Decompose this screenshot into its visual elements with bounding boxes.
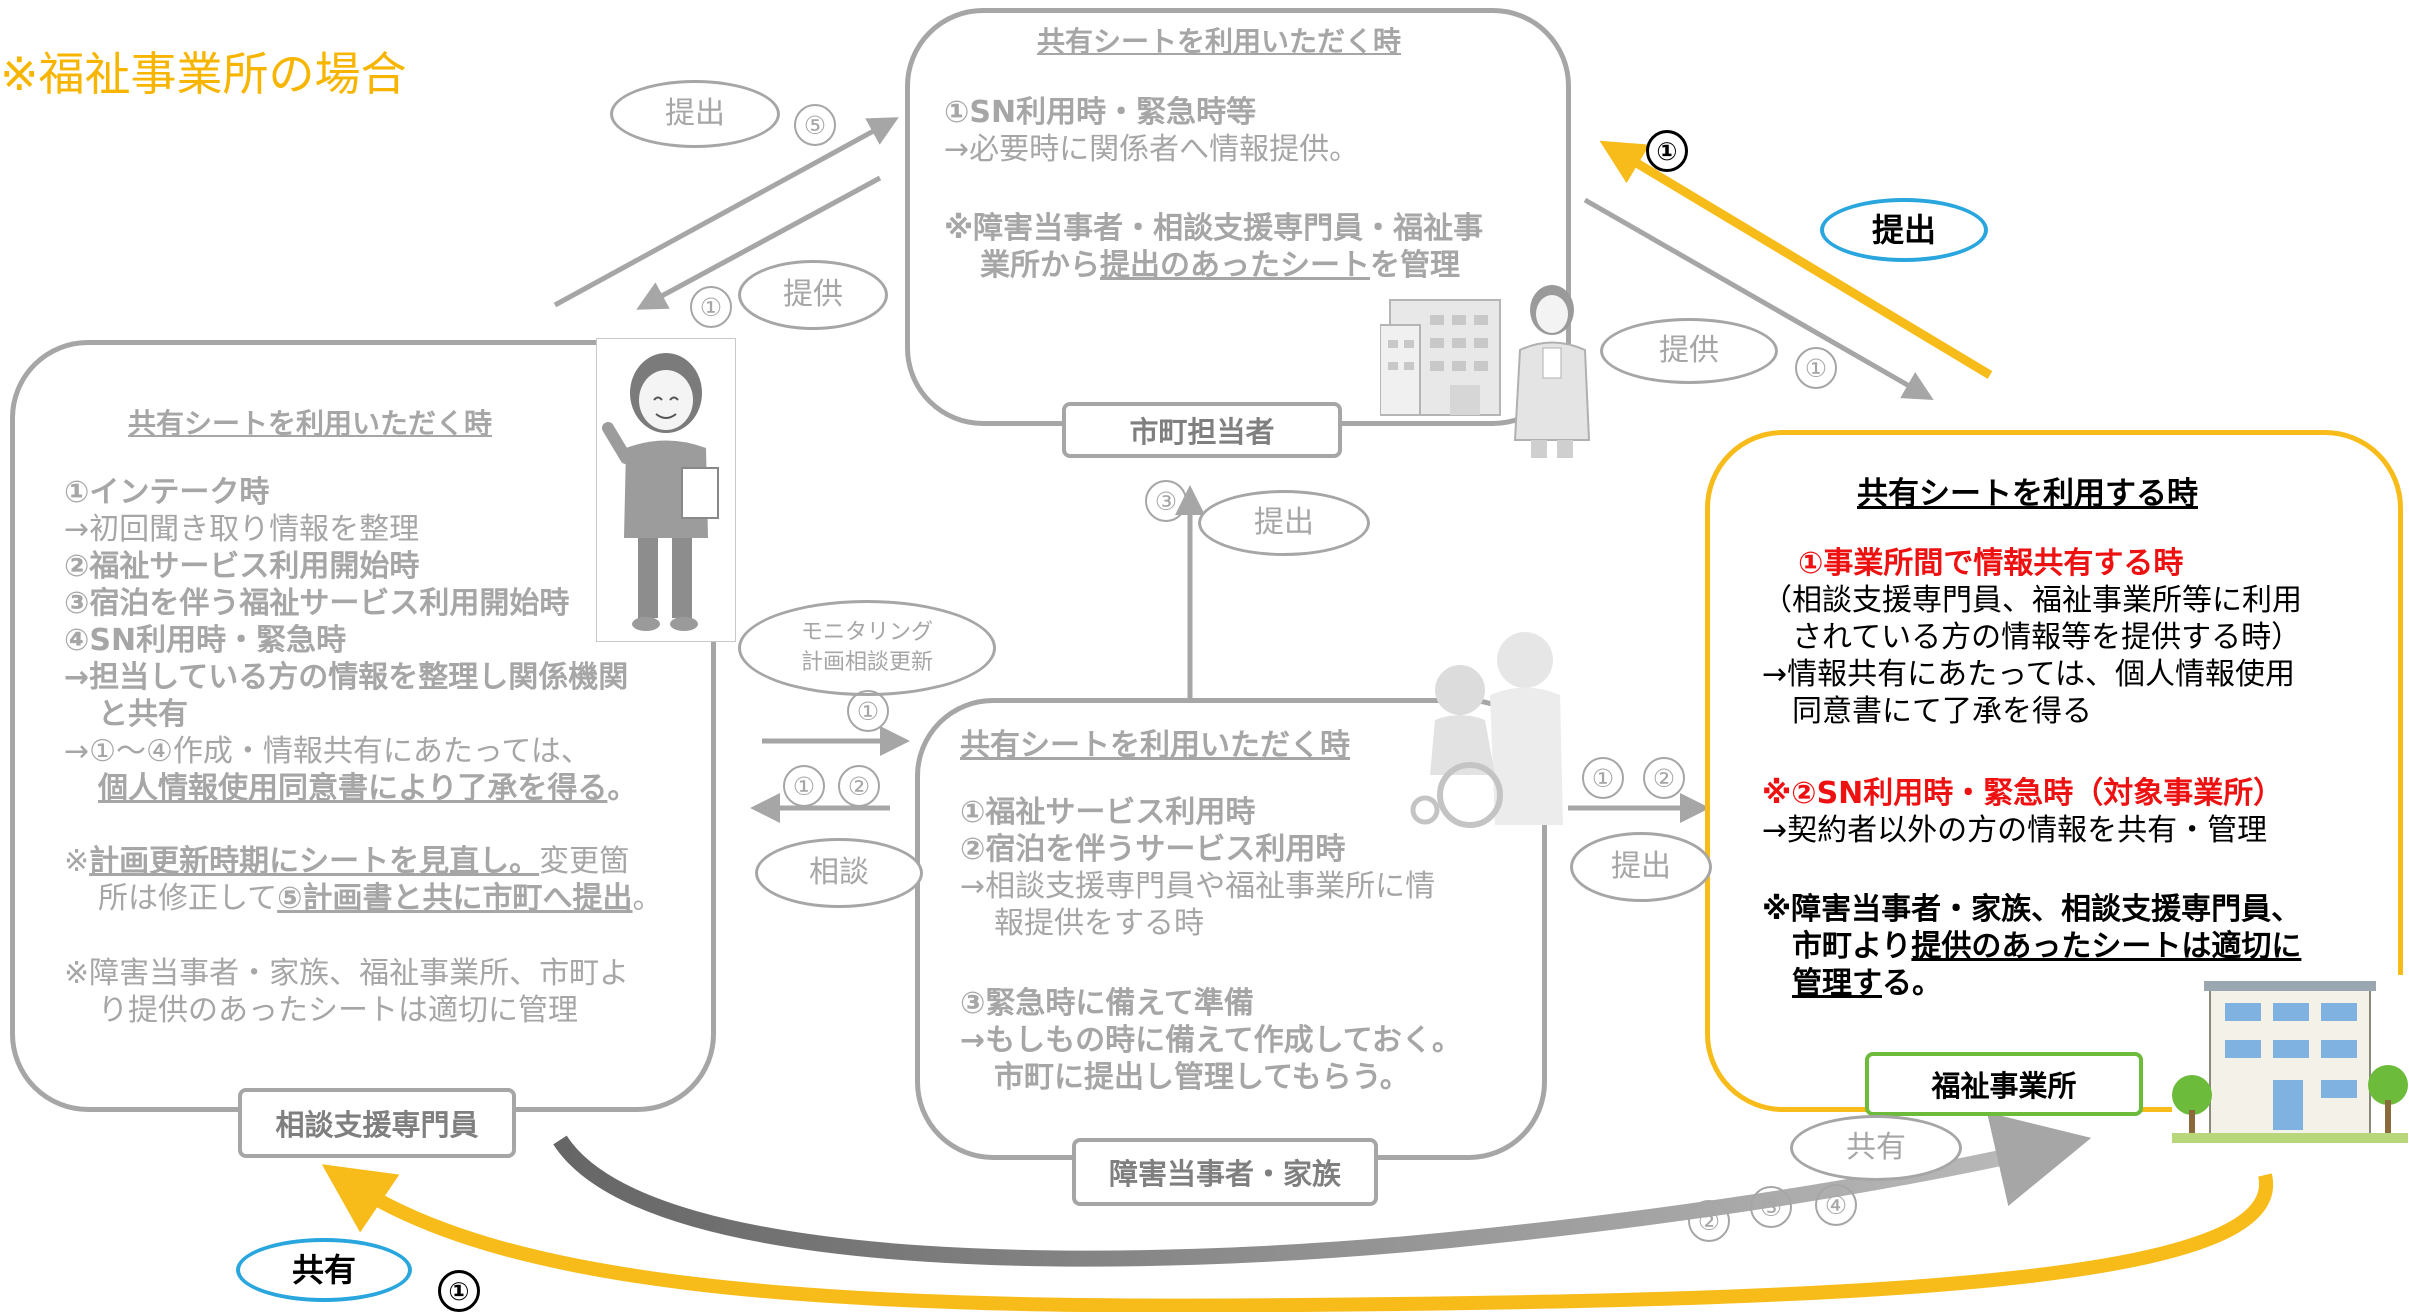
town-officer-tag: 市町担当者	[1062, 402, 1342, 458]
bubble-submit-top-left: 提出	[610, 80, 780, 148]
number-badge: ①	[783, 765, 825, 807]
number-badge: ①	[1795, 347, 1837, 389]
number-badge: ②	[838, 765, 880, 807]
number-badge: ①	[847, 690, 889, 732]
town-line-4c: を管理	[1370, 248, 1460, 283]
person-line-4: 報提供をする時	[994, 906, 1204, 941]
person-line-3: →相談支援専門員や福祉事業所に情	[960, 869, 1436, 904]
person-line-5: ③緊急時に備えて準備	[960, 986, 1254, 1021]
page-heading: ※福祉事業所の場合	[0, 47, 407, 101]
town-line-2: →必要時に関係者へ情報提供。	[944, 132, 1360, 167]
person-line-7: 市町に提出し管理してもらう。	[994, 1060, 1410, 1095]
consultant-line-11a: 所は修正して	[98, 881, 278, 916]
office-line-2: （相談支援専門員、福祉事業所等に利用	[1762, 583, 2302, 618]
office-line-9a: 市町より	[1792, 929, 1912, 964]
office-line-7: →契約者以外の方の情報を共有・管理	[1762, 813, 2268, 848]
consultant-line-9: 個人情報使用同意書により了承を得る。	[98, 770, 637, 807]
consultant-line-10c: 変更箇	[539, 844, 630, 879]
consultant-line-5: ④SN利用時・緊急時	[64, 623, 347, 658]
consultant-line-7: と共有	[98, 697, 188, 732]
number-badge: ①	[1646, 130, 1688, 172]
consultant-line-11b: ⑤計画書と共に市町へ提出	[277, 881, 633, 916]
bubble-share-gray: 共有	[1790, 1115, 1962, 1181]
arrow-consultant-to-town	[553, 117, 899, 308]
bubble-monitoring: モニタリング 計画相談更新	[738, 600, 996, 696]
number-badge: ①	[690, 286, 732, 328]
consultant-line-2: →初回聞き取り情報を整理	[64, 512, 420, 547]
town-line-4a: 業所から	[980, 248, 1100, 283]
person-line-2: ②宿泊を伴うサービス利用時	[960, 832, 1346, 867]
consultant-tag: 相談支援専門員	[238, 1088, 516, 1158]
person-line-6: →もしもの時に備えて作成しておく。	[960, 1023, 1462, 1058]
consultant-person-icon	[596, 338, 736, 642]
bubble-consult: 相談	[755, 838, 923, 908]
bubble-submit-mid: 提出	[1198, 490, 1370, 556]
consultant-line-9b: 。	[607, 771, 638, 806]
consultant-line-4: ③宿泊を伴う福祉サービス利用開始時	[64, 586, 570, 621]
office-line-5: 同意書にて了承を得る	[1792, 694, 2092, 729]
consultant-line-10a: ※	[64, 844, 90, 879]
consultant-line-12: ※障害当事者・家族、福祉事業所、市町よ	[64, 956, 630, 991]
welfare-office-tag: 福祉事業所	[1865, 1052, 2143, 1116]
town-line-4b: 提出のあったシート	[1100, 248, 1370, 283]
consultant-line-1: ①インテーク時	[64, 475, 270, 510]
office-line-8: ※障害当事者・家族、相談支援専門員、	[1762, 892, 2302, 927]
town-office-building-icon	[1380, 299, 1501, 416]
consultant-line-10b: 計画更新時期にシートを見直し。	[89, 844, 540, 879]
monitoring-line-2: 計画相談更新	[800, 650, 933, 675]
town-line-4: 業所から提出のあったシートを管理	[980, 247, 1460, 284]
number-badge: ①	[438, 1270, 480, 1312]
number-badge: ③	[1145, 480, 1187, 522]
consultant-line-13: り提供のあったシートは適切に管理	[98, 993, 578, 1028]
office-line-3: されている方の情報等を提供する時）	[1792, 620, 2302, 655]
person-family-tag: 障害当事者・家族	[1072, 1138, 1378, 1206]
consultant-panel-title: 共有シートを利用いただく時	[128, 407, 493, 440]
wheelchair-family-icon	[1410, 632, 1563, 828]
office-line-1: ①事業所間で情報共有する時	[1798, 546, 2184, 581]
number-badge: ③	[1750, 1186, 1792, 1228]
office-line-10a: 管理す	[1792, 966, 1882, 1001]
number-badge: ②	[1688, 1200, 1730, 1242]
office-line-10: 管理する。	[1792, 965, 1942, 1002]
bubble-share-blue: 共有	[236, 1238, 412, 1302]
number-badge: ①	[1582, 757, 1624, 799]
town-panel-title: 共有シートを利用いただく時	[1037, 25, 1402, 58]
arrow-town-to-consultant	[636, 175, 882, 310]
consultant-line-10: ※計画更新時期にシートを見直し。変更箇	[64, 843, 629, 880]
number-badge: ④	[1815, 1184, 1857, 1226]
office-line-6: ※②SN利用時・緊急時（対象事業所）	[1762, 776, 2284, 811]
number-badge: ⑤	[794, 104, 836, 146]
person-panel-title: 共有シートを利用いただく時	[960, 728, 1350, 763]
bubble-provide-right: 提供	[1600, 318, 1778, 384]
person-line-1: ①福祉サービス利用時	[960, 795, 1256, 830]
consultant-line-11: 所は修正して⑤計画書と共に市町へ提出。	[98, 880, 663, 917]
town-line-3: ※障害当事者・相談支援専門員・福祉事	[944, 211, 1484, 246]
office-line-4: →情報共有にあたっては、個人情報使用	[1762, 657, 2296, 692]
bubble-submit-right: 提出	[1820, 198, 1988, 262]
consultant-line-8: →①～④作成・情報共有にあたっては、	[64, 734, 591, 769]
bubble-provide-top-left: 提供	[738, 260, 888, 330]
arrow-town-to-office	[1583, 197, 1934, 400]
town-line-1: ①SN利用時・緊急時等	[944, 95, 1257, 130]
consultant-line-11c: 。	[632, 881, 663, 916]
consultant-line-9a: 個人情報使用同意書により了承を得る	[98, 771, 608, 806]
office-line-9b: 提供のあったシートは適切に	[1911, 929, 2302, 964]
monitoring-line-1: モニタリング	[800, 620, 933, 645]
consultant-line-3: ②福祉サービス利用開始時	[64, 549, 420, 584]
office-line-9: 市町より提供のあったシートは適切に	[1792, 928, 2301, 965]
arrow-share-curve-gold	[321, 1164, 2274, 1312]
town-officer-person-icon	[1513, 285, 1591, 458]
office-panel-title: 共有シートを利用する時	[1857, 476, 2198, 512]
number-badge: ②	[1643, 757, 1685, 799]
arrow-office-to-town-gold	[1599, 140, 1993, 379]
consultant-line-6: →担当している方の情報を整理し関係機関	[64, 660, 629, 695]
office-line-10b: る。	[1882, 966, 1942, 1001]
bubble-submit-lower-right: 提出	[1570, 832, 1712, 902]
welfare-building-icon	[2172, 975, 2408, 1145]
